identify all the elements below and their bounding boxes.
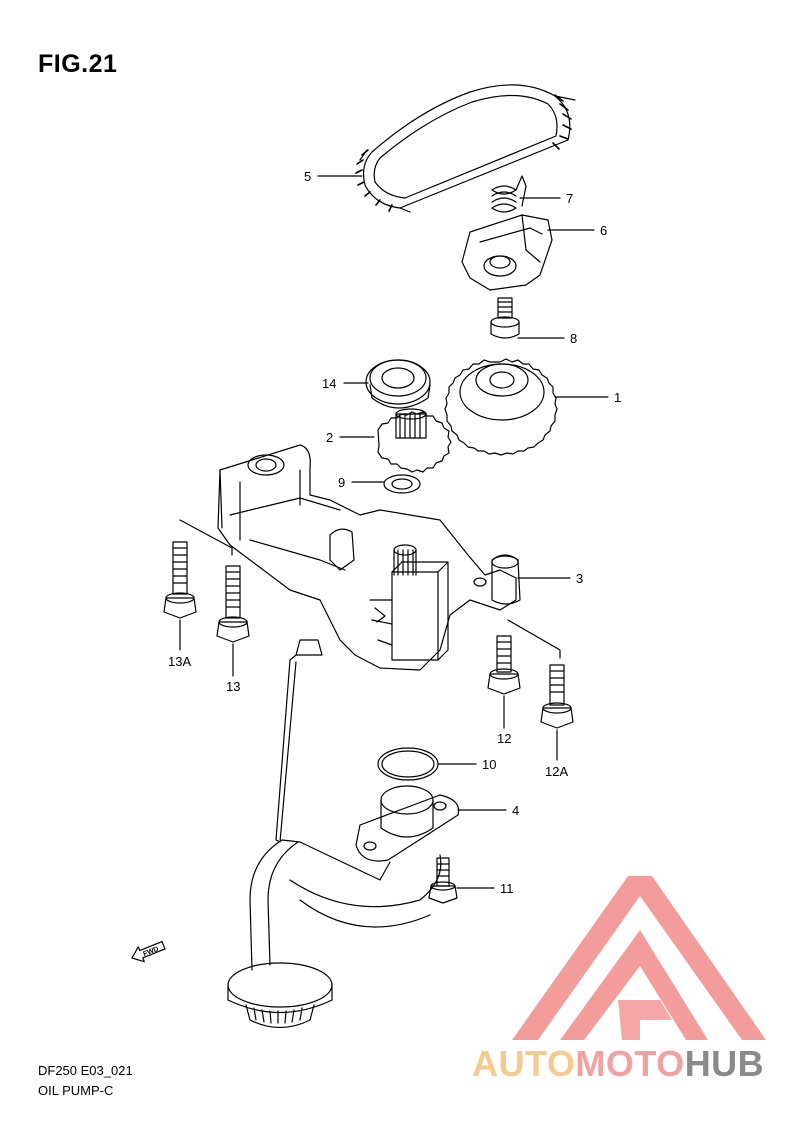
callout-labels: 5 7 6 8 14 1 2 9 3 13A 13 12 12A 10 4 11 xyxy=(168,169,621,896)
fwd-label: FWD xyxy=(142,946,159,958)
bearing-part xyxy=(365,359,431,409)
tensioner-bolt-part xyxy=(490,297,520,339)
washer-part xyxy=(383,474,421,494)
pump-gear-part xyxy=(377,408,452,473)
section-name: OIL PUMP-C xyxy=(38,1083,114,1098)
callout-3: 3 xyxy=(576,571,583,586)
callout-6: 6 xyxy=(600,223,607,238)
callout-7: 7 xyxy=(566,191,573,206)
bolt-12a-part xyxy=(540,664,574,729)
fwd-arrow-icon: FWD xyxy=(131,940,166,963)
tensioner-spring-part xyxy=(491,175,527,213)
watermark-hub: HUB xyxy=(684,1043,765,1084)
bolt-12-part xyxy=(487,635,521,695)
callout-9: 9 xyxy=(338,475,345,490)
callout-5: 5 xyxy=(304,169,311,184)
figure-title: FIG.21 xyxy=(38,50,118,78)
callout-10: 10 xyxy=(482,757,496,772)
callout-12: 12 xyxy=(497,731,511,746)
callout-11: 11 xyxy=(500,881,514,896)
callout-2: 2 xyxy=(326,430,333,445)
model-code: DF250 E03_021 xyxy=(38,1063,133,1078)
chain-tensioner-part xyxy=(461,214,553,291)
callout-12a: 12A xyxy=(545,764,568,779)
timing-chain-part xyxy=(355,84,576,213)
watermark-moto: MOTO xyxy=(575,1043,685,1084)
callout-1: 1 xyxy=(614,390,621,405)
callout-4: 4 xyxy=(512,803,519,818)
o-ring-part xyxy=(377,747,439,781)
bolt-13-part xyxy=(216,565,250,643)
bolt-13a-part xyxy=(163,541,197,619)
callout-8: 8 xyxy=(570,331,577,346)
watermark-auto: AUTO xyxy=(472,1043,576,1084)
drive-sprocket-part xyxy=(444,358,558,456)
callout-14: 14 xyxy=(322,376,336,391)
bolt-11-part xyxy=(428,857,458,904)
oil-strainer-part xyxy=(227,639,460,1029)
oil-pump-body-part xyxy=(217,444,521,671)
callout-13: 13 xyxy=(226,679,240,694)
watermark-text: AUTOMOTOHUB xyxy=(472,1046,764,1082)
callout-13a: 13A xyxy=(168,654,191,669)
